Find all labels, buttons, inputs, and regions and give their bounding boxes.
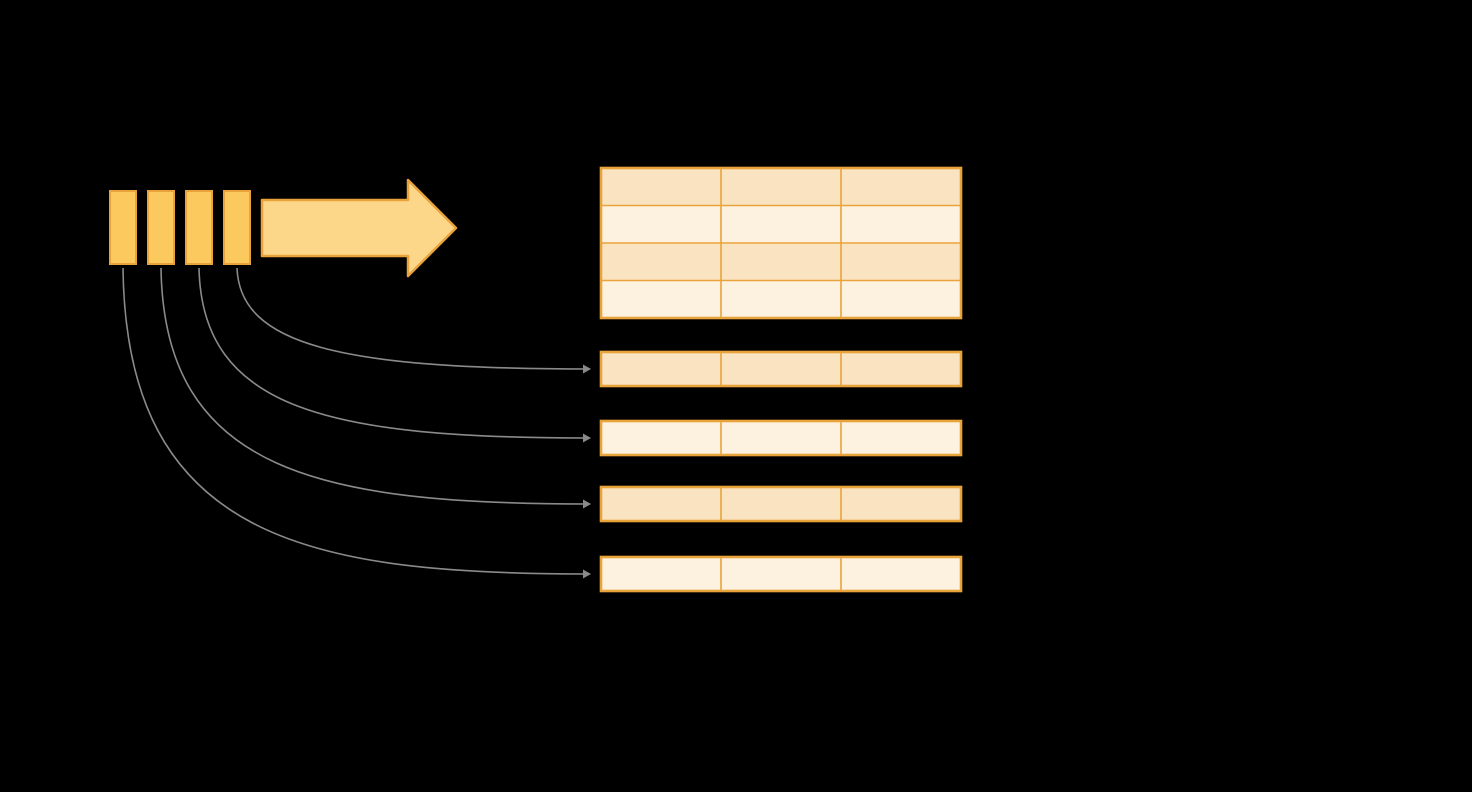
row-table-4 [599,555,963,593]
packet-bar-1 [109,190,137,265]
main-table-border [599,166,963,320]
row-table-2-fill [601,421,961,455]
packet-bar-2 [147,190,175,265]
row-table-4-fill [601,557,961,591]
main-table-row-1 [601,168,961,206]
row-table-1 [599,350,963,388]
connector-arrow-3 [160,267,591,509]
main-table [599,166,963,320]
packet-bar-4 [223,190,251,265]
row-table-1-border [599,350,963,388]
row-table-3-border [599,485,963,523]
connector-arrow-4 [122,267,591,579]
flow-arrow-icon [260,178,458,278]
main-table-row-3 [601,243,961,281]
connector-arrow-2 [198,267,591,443]
row-table-4-border [599,555,963,593]
row-table-2-border [599,419,963,457]
packet-bars [109,190,251,265]
row-table-2 [599,419,963,457]
row-table-1-fill [601,352,961,386]
connectors [122,267,591,579]
main-table-row-2 [601,205,961,243]
row-table-3-fill [601,487,961,521]
main-table-row-4 [601,280,961,318]
connector-arrow-1 [236,267,591,374]
packet-bar-3 [185,190,213,265]
row-table-3 [599,485,963,523]
